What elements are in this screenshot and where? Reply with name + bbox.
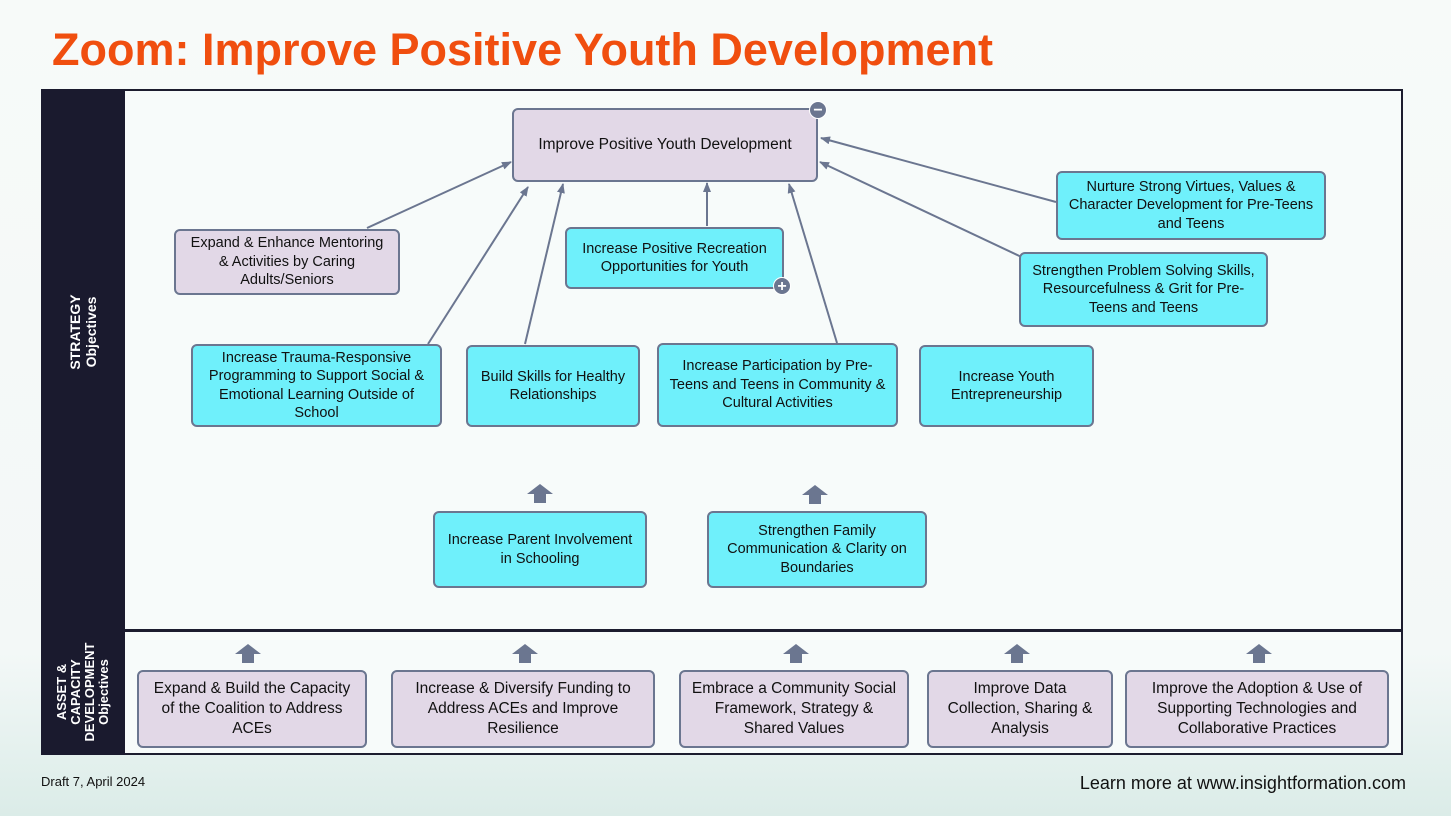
objective-entrepreneurship[interactable]: Increase Youth Entrepreneurship [919, 345, 1094, 427]
asset-funding[interactable]: Increase & Diversify Funding to Address … [391, 670, 655, 748]
section-divider [125, 629, 1403, 632]
asset-coalition[interactable]: Expand & Build the Capacity of the Coali… [137, 670, 367, 748]
arrow-virtues-to-root [820, 136, 1057, 203]
asset-sidebar: ASSET & CAPACITY DEVELOPMENT Objectives [41, 630, 125, 755]
arrow-problem-solving-to-root [819, 161, 1031, 262]
up-arrow-data [1004, 644, 1030, 663]
expand-icon[interactable]: + [773, 277, 791, 295]
asset-framework[interactable]: Embrace a Community Social Framework, St… [679, 670, 909, 748]
draft-label: Draft 7, April 2024 [41, 774, 146, 789]
page-title: Zoom: Improve Positive Youth Development [52, 24, 993, 75]
arrow-participation-to-root [787, 183, 838, 344]
objective-problem-solving[interactable]: Strengthen Problem Solving Skills, Resou… [1019, 252, 1268, 327]
objective-parent[interactable]: Increase Parent Involvement in Schooling [433, 511, 647, 588]
objective-participation[interactable]: Increase Participation by Pre-Teens and … [657, 343, 898, 427]
up-arrow-coalition [235, 644, 261, 663]
objective-skills[interactable]: Build Skills for Healthy Relationships [466, 345, 640, 427]
objective-family[interactable]: Strengthen Family Communication & Clarit… [707, 511, 927, 588]
strategy-sidebar: STRATEGY Objectives [41, 89, 125, 630]
website-link[interactable]: Learn more at www.insightformation.com [1079, 773, 1406, 793]
arrow-trauma-to-root [427, 186, 529, 345]
asset-data[interactable]: Improve Data Collection, Sharing & Analy… [927, 670, 1113, 748]
up-arrow-parent [527, 484, 553, 503]
arrow-skills-to-root [524, 183, 565, 345]
arrow-mentoring-to-root [366, 161, 512, 229]
asset-technology[interactable]: Improve the Adoption & Use of Supporting… [1125, 670, 1389, 748]
up-arrow-family [802, 485, 828, 504]
objective-trauma[interactable]: Increase Trauma-Responsive Programming t… [191, 344, 442, 427]
root-objective[interactable]: Improve Positive Youth Development [512, 108, 818, 182]
objective-recreation[interactable]: Increase Positive Recreation Opportuniti… [565, 227, 784, 289]
collapse-icon[interactable]: − [809, 101, 827, 119]
objective-mentoring[interactable]: Expand & Enhance Mentoring & Activities … [174, 229, 400, 295]
objective-virtues[interactable]: Nurture Strong Virtues, Values & Charact… [1056, 171, 1326, 240]
up-arrow-technology [1246, 644, 1272, 663]
up-arrow-framework [783, 644, 809, 663]
up-arrow-funding [512, 644, 538, 663]
